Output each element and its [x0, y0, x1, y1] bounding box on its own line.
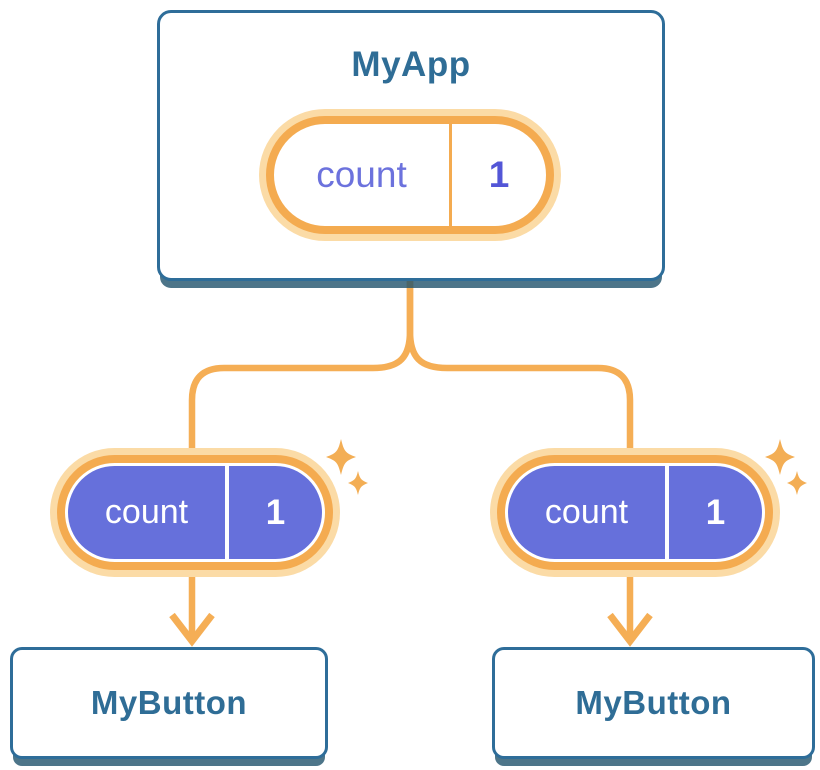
- sparkle-icon: [326, 439, 368, 495]
- connector-line: [188, 281, 634, 639]
- arrow-down-icon: [607, 612, 653, 647]
- child-state-pill-right: count 1: [490, 448, 780, 577]
- child-component-card-right: MyButton: [492, 647, 815, 759]
- state-pill-body: count 1: [508, 466, 762, 559]
- arrow-down-icon: [169, 612, 215, 647]
- parent-component-title: MyApp: [351, 45, 471, 84]
- state-pill-ring: count 1: [497, 455, 773, 570]
- state-pill-ring: count 1: [57, 455, 333, 570]
- state-label: count: [104, 493, 189, 531]
- state-value: 1: [449, 124, 546, 226]
- state-label: count: [544, 493, 629, 531]
- state-pill-ring: count 1: [266, 116, 554, 234]
- state-label: count: [316, 154, 407, 195]
- parent-state-pill: count 1: [259, 109, 561, 241]
- state-value: 1: [225, 466, 322, 559]
- state-value: 1: [665, 466, 762, 559]
- sparkle-icon: [765, 439, 807, 495]
- child-component-title: MyButton: [90, 684, 248, 721]
- child-component-card-left: MyButton: [10, 647, 328, 759]
- state-pill-body: count 1: [68, 466, 322, 559]
- child-state-pill-left: count 1: [50, 448, 340, 577]
- child-component-title: MyButton: [575, 684, 732, 721]
